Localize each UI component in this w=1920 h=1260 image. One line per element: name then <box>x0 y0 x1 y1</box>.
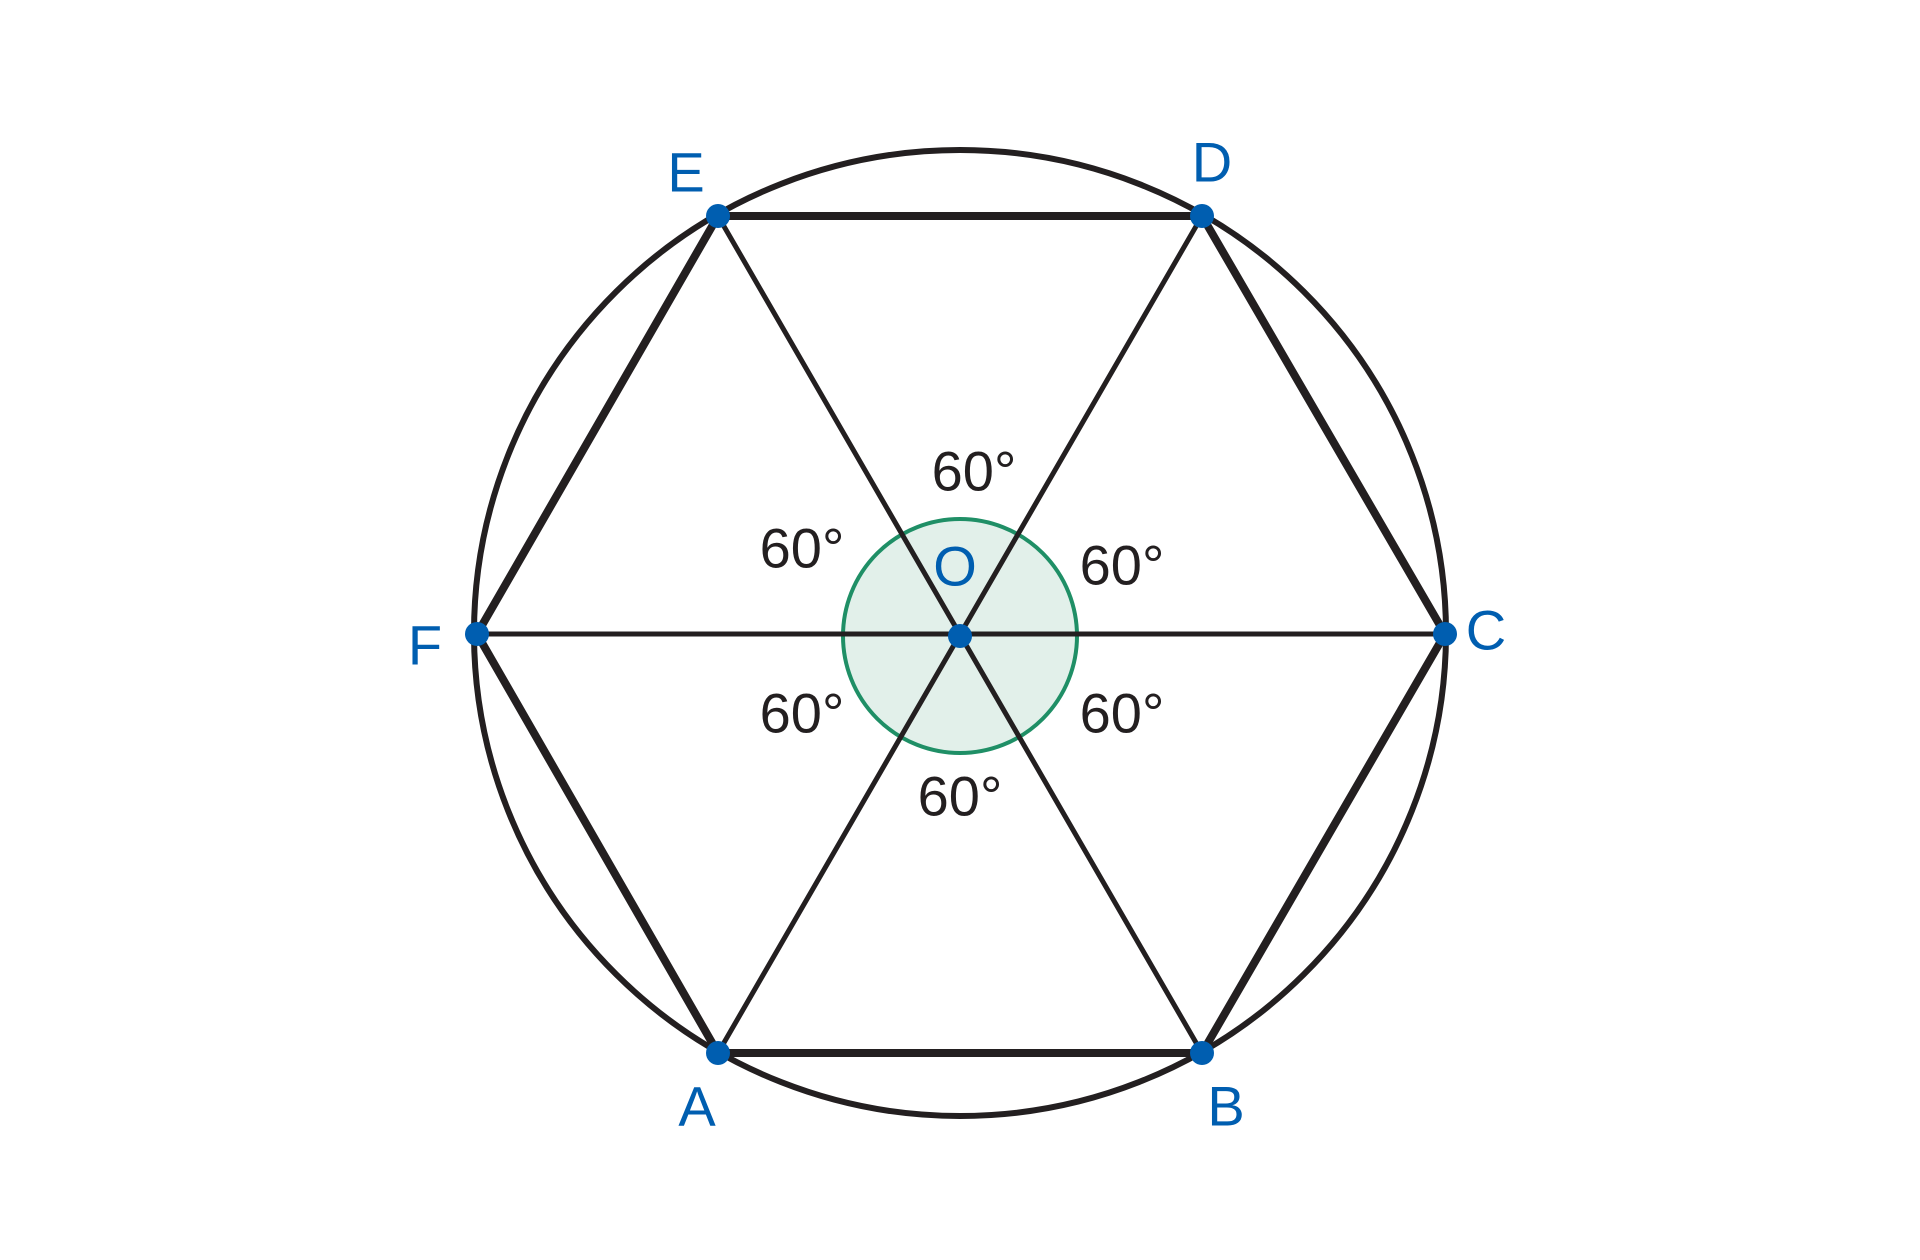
point-c <box>1433 622 1457 646</box>
side-ef <box>473 212 722 638</box>
angle-label-lower-left: 60° <box>760 682 845 745</box>
side-cd <box>1198 212 1449 638</box>
point-d <box>1190 204 1214 228</box>
point-e <box>706 204 730 228</box>
point-b <box>1190 1041 1214 1065</box>
label-b: B <box>1207 1075 1244 1138</box>
point-o <box>948 624 972 648</box>
label-f: F <box>408 614 442 677</box>
angle-label-lower-right: 60° <box>1080 682 1165 745</box>
side-fa <box>473 630 722 1057</box>
label-e: E <box>667 141 704 204</box>
label-c: C <box>1466 599 1506 662</box>
angle-label-top: 60° <box>932 440 1017 503</box>
side-bc <box>1198 630 1449 1057</box>
label-o: O <box>933 535 977 598</box>
angle-label-bottom: 60° <box>918 765 1003 828</box>
angle-label-upper-left: 60° <box>760 517 845 580</box>
label-a: A <box>678 1075 716 1138</box>
point-f <box>465 622 489 646</box>
point-a <box>706 1041 730 1065</box>
angle-label-upper-right: 60° <box>1080 534 1165 597</box>
label-d: D <box>1192 131 1232 194</box>
